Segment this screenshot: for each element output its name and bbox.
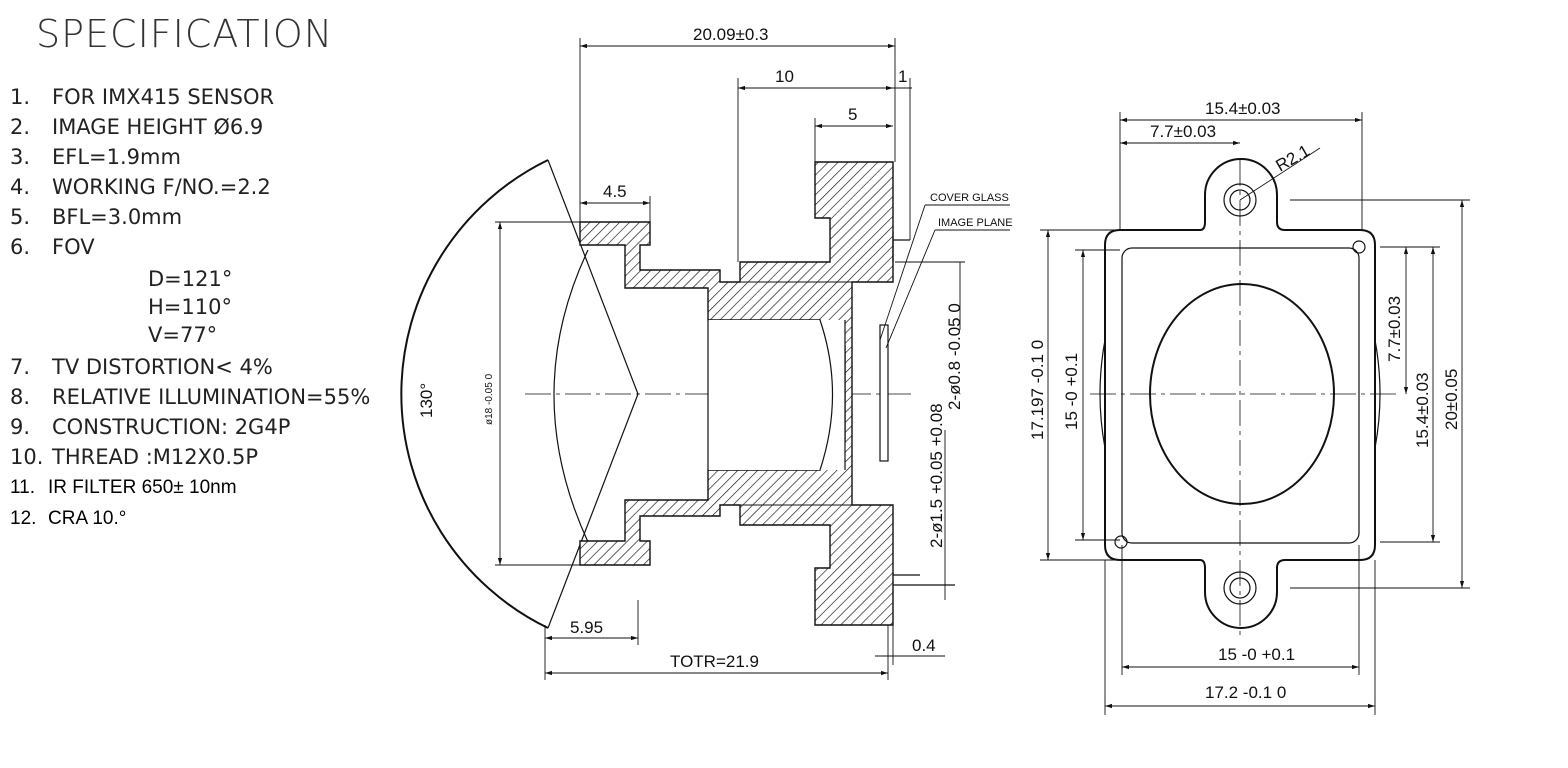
spec-item-number: 10. bbox=[10, 445, 44, 469]
spec-item-text: FOV bbox=[52, 235, 95, 259]
spec-item-number: 7. bbox=[10, 355, 31, 379]
spec-item-text: THREAD :M12X0.5P bbox=[52, 445, 259, 469]
dim-4-5-label: 4.5 bbox=[603, 182, 627, 201]
dim-15-left-label: 15 -0 +0.1 bbox=[1062, 353, 1081, 430]
spec-item-number: 2. bbox=[10, 115, 31, 139]
spec-item-12: 12. CRA 10.° bbox=[10, 504, 126, 534]
rear-lens-surface bbox=[819, 319, 834, 471]
side-view-drawing: COVER GLASS IMAGE PLANE 20.09±0.3 10 1 5… bbox=[400, 25, 1013, 680]
top-screw-hole-outer bbox=[1223, 183, 1257, 217]
spec-item-number: 1. bbox=[10, 85, 31, 109]
spec-item-text: CONSTRUCTION: 2G4P bbox=[52, 415, 291, 439]
spec-item-number: 9. bbox=[10, 415, 31, 439]
spec-item-text: IR FILTER 650± 10nm bbox=[48, 477, 237, 498]
pin-hole-top-right bbox=[1352, 240, 1366, 254]
dim-15-bottom-label: 15 -0 +0.1 bbox=[1218, 645, 1295, 664]
mount-outline bbox=[1104, 158, 1376, 629]
spec-item-text: BFL=3.0mm bbox=[52, 205, 183, 229]
hole-08-label: 2-ø0.8 -0.05 0 bbox=[945, 303, 964, 410]
spec-item-7: 7. TV DISTORTION< 4% bbox=[10, 352, 273, 382]
spec-item-8: 8. RELATIVE ILLUMINATION=55% bbox=[10, 382, 370, 412]
dim-15-4-top-label: 15.4±0.03 bbox=[1205, 99, 1281, 118]
spec-item-text: TV DISTORTION< 4% bbox=[52, 355, 273, 379]
front-dome-inner bbox=[553, 249, 589, 543]
dim-7-7-top-label: 7.7±0.03 bbox=[1150, 122, 1216, 141]
fov-angle-label: 130° bbox=[417, 383, 436, 418]
left-side-arc bbox=[1099, 339, 1106, 449]
pin-hole-bottom-left bbox=[1114, 535, 1128, 549]
spec-item-number: 6. bbox=[10, 235, 31, 259]
specification-title: SPECIFICATION bbox=[36, 12, 334, 56]
spec-item-10: 10. THREAD :M12X0.5P bbox=[10, 442, 258, 472]
spec-item-1: 1. FOR IMX415 SENSOR bbox=[10, 82, 274, 112]
mount-inner-face bbox=[1121, 247, 1360, 544]
dim-17-197-label: 17.197 -0.1 0 bbox=[1028, 340, 1047, 440]
front-view-drawing: R2.1 15.4±0.03 7.7±0.03 17.197 -0.1 0 15… bbox=[1028, 99, 1470, 715]
spec-item-text: RELATIVE ILLUMINATION=55% bbox=[52, 385, 371, 409]
hole-15-label: 2-ø1.5 +0.05 +0.08 bbox=[927, 403, 946, 548]
dim-17-2-bottom-label: 17.2 -0.1 0 bbox=[1205, 683, 1286, 702]
fov-vertical: V=77° bbox=[148, 323, 218, 347]
spec-item-6: 6. FOV bbox=[10, 232, 95, 262]
spec-item-text: CRA 10.° bbox=[48, 508, 127, 529]
right-side-arc bbox=[1374, 339, 1381, 449]
fov-diagonal: D=121° bbox=[148, 267, 233, 291]
fov-ray-bottom bbox=[547, 393, 639, 629]
cover-glass-label: COVER GLASS bbox=[930, 192, 1009, 204]
dim-0-4-label: 0.4 bbox=[912, 636, 936, 655]
dim-7-7-right-label: 7.7±0.03 bbox=[1385, 296, 1404, 362]
radius-label: R2.1 bbox=[1273, 141, 1314, 175]
spec-item-number: 8. bbox=[10, 385, 31, 409]
cover-glass-leader bbox=[879, 204, 926, 341]
bottom-screw-hole-outer bbox=[1223, 571, 1257, 605]
spec-item-9: 9. CONSTRUCTION: 2G4P bbox=[10, 412, 290, 442]
front-dome-outer bbox=[400, 159, 549, 629]
spec-item-text: EFL=1.9mm bbox=[52, 145, 181, 169]
dim-1-label: 1 bbox=[898, 67, 907, 86]
cover-glass bbox=[879, 324, 889, 462]
spec-item-3: 3. EFL=1.9mm bbox=[10, 142, 181, 172]
diameter-label: ø18 -0.05 0 bbox=[484, 373, 495, 425]
fov-horizontal: H=110° bbox=[148, 295, 232, 319]
dim-total-length: 20.09±0.3 bbox=[693, 25, 769, 44]
radius-leader bbox=[1239, 147, 1321, 201]
spec-item-2: 2. IMAGE HEIGHT Ø6.9 bbox=[10, 112, 263, 142]
bottom-screw-hole-inner bbox=[1229, 577, 1251, 599]
spec-item-number: 12. bbox=[10, 508, 37, 529]
dim-20-label: 20±0.05 bbox=[1442, 369, 1461, 430]
spec-item-11: 11. IR FILTER 650± 10nm bbox=[10, 473, 237, 503]
spec-item-number: 3. bbox=[10, 145, 31, 169]
dim-totr-label: TOTR=21.9 bbox=[670, 652, 759, 671]
dim-10-label: 10 bbox=[775, 67, 794, 86]
image-plane-label: IMAGE PLANE bbox=[938, 217, 1013, 229]
fov-ray-top bbox=[547, 159, 639, 395]
spec-item-number: 4. bbox=[10, 175, 31, 199]
spec-item-text: WORKING F/NO.=2.2 bbox=[52, 175, 271, 199]
dim-5-label: 5 bbox=[848, 105, 857, 124]
dim-5-95-label: 5.95 bbox=[570, 618, 603, 637]
spec-item-number: 11. bbox=[10, 477, 36, 498]
image-plane-leader bbox=[885, 229, 936, 349]
lens-bore bbox=[708, 320, 845, 470]
lens-circle bbox=[1149, 283, 1335, 505]
spec-item-text: FOR IMX415 SENSOR bbox=[52, 85, 275, 109]
spec-item-number: 5. bbox=[10, 205, 31, 229]
spec-item-text: IMAGE HEIGHT Ø6.9 bbox=[52, 115, 264, 139]
top-screw-hole-inner bbox=[1229, 189, 1251, 211]
spec-item-5: 5. BFL=3.0mm bbox=[10, 202, 182, 232]
spec-item-4: 4. WORKING F/NO.=2.2 bbox=[10, 172, 271, 202]
dim-15-4-right-label: 15.4±0.03 bbox=[1413, 372, 1432, 448]
